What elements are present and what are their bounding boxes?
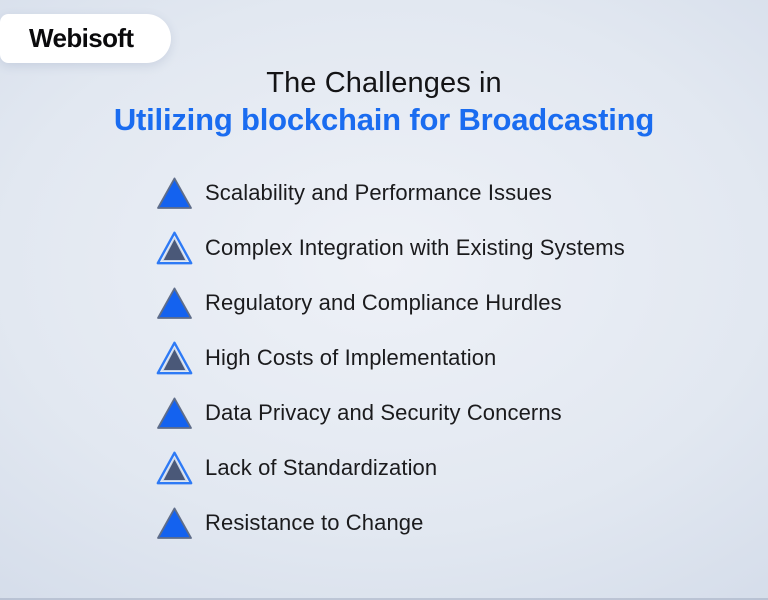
challenge-label: Complex Integration with Existing System… [205, 234, 625, 260]
triangle-icon [157, 507, 192, 539]
triangle-icon [157, 397, 192, 429]
challenge-label: Scalability and Performance Issues [205, 179, 553, 205]
challenge-list: Scalability and Performance Issues Compl… [156, 176, 625, 539]
title-line-1: The Challenges in [266, 67, 502, 99]
challenge-label: Resistance to Change [205, 509, 424, 535]
page-title: The Challenges in Utilizing blockchain f… [0, 66, 768, 139]
triangle-icon [156, 451, 193, 484]
challenge-item: High Costs of Implementation [156, 341, 625, 374]
challenge-item: Data Privacy and Security Concerns [156, 396, 625, 429]
title-line-2: Utilizing blockchain for Broadcasting [113, 102, 655, 138]
challenge-item: Lack of Standardization [156, 451, 625, 484]
challenge-label: High Costs of Implementation [205, 344, 497, 370]
triangle-icon [157, 177, 192, 209]
triangle-icon [156, 231, 193, 264]
challenge-item: Scalability and Performance Issues [156, 176, 625, 209]
triangle-icon [157, 287, 192, 319]
challenge-label: Regulatory and Compliance Hurdles [205, 289, 562, 315]
challenge-label: Data Privacy and Security Concerns [205, 399, 562, 425]
challenge-item: Resistance to Change [156, 506, 625, 539]
challenge-label: Lack of Standardization [205, 454, 438, 480]
challenge-item: Regulatory and Compliance Hurdles [156, 286, 625, 319]
brand-logo-text: Webisoft [29, 23, 134, 53]
brand-logo: Webisoft [0, 14, 171, 63]
challenge-item: Complex Integration with Existing System… [156, 231, 625, 264]
triangle-icon [156, 341, 193, 374]
